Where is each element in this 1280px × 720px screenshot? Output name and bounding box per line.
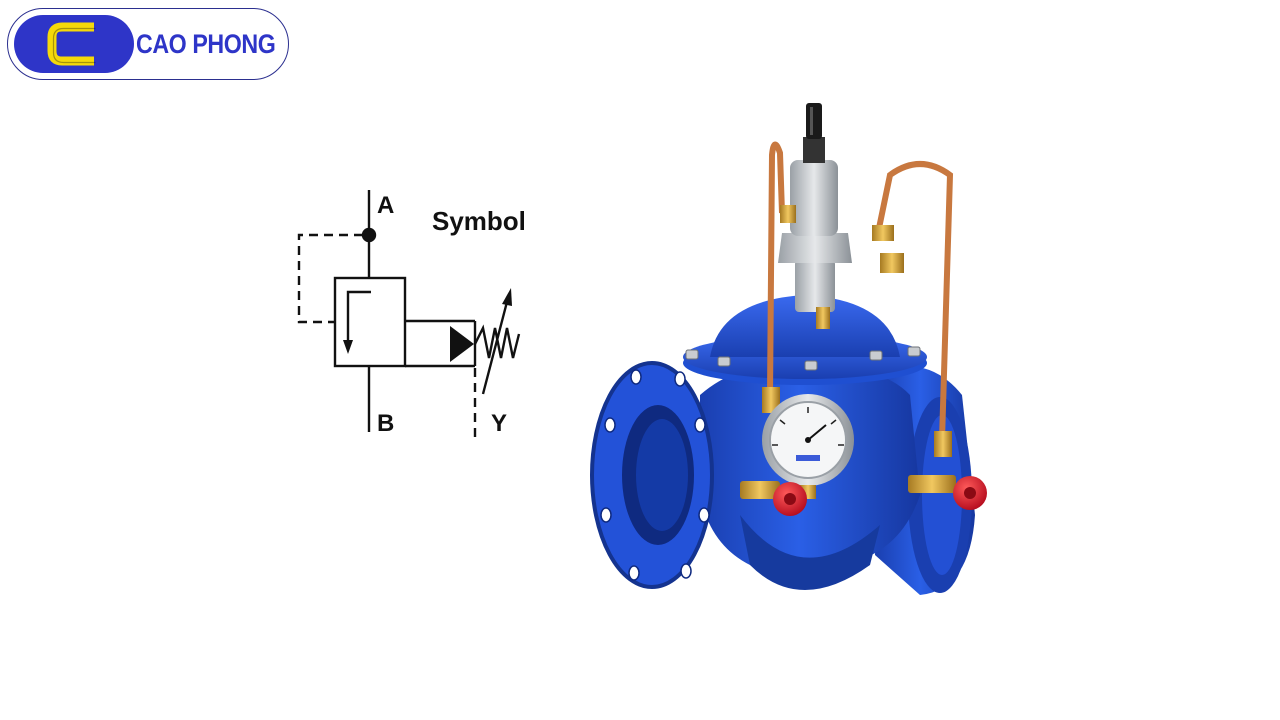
valve-symbol-icon [297, 190, 521, 440]
adjust-arrowhead [502, 288, 512, 306]
brand-logo: CAO PHONG [7, 8, 289, 80]
logo-mark [14, 15, 134, 73]
logo-c-icon [47, 22, 96, 66]
port-b-label: B [377, 410, 395, 437]
product-image [590, 95, 1010, 625]
valve-symbol-diagram: A Symbol B Y [290, 180, 550, 450]
junction-dot [361, 227, 377, 243]
spring-icon [473, 324, 521, 359]
pilot-triangle-icon [450, 326, 474, 362]
port-a-label: A [377, 192, 395, 219]
diagram-title: Symbol [432, 206, 526, 236]
pressure-reducing-valve-icon [590, 103, 987, 595]
flow-arrow-line [346, 290, 371, 348]
brand-name: CAO PHONG [136, 29, 276, 59]
adjust-arrow-line [481, 297, 510, 395]
pilot-line-inlet [297, 233, 363, 324]
flow-arrowhead [343, 340, 353, 354]
port-y-label: Y [491, 410, 508, 437]
